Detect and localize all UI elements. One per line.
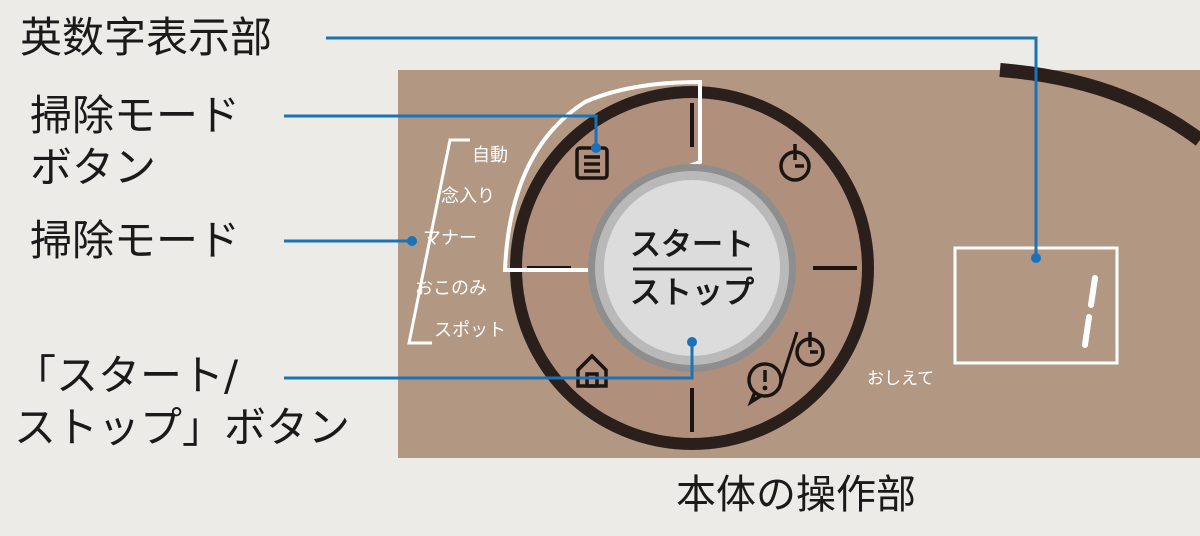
leader-start-stop — [284, 342, 694, 380]
start-stop-label-bottom: ストップ — [630, 275, 755, 311]
mode-list-item-spot: スポット — [434, 320, 506, 341]
mode-list-item-manner: マナー — [423, 228, 477, 249]
display-digit — [1082, 275, 1098, 348]
start-stop-label-top: スタート — [630, 227, 754, 263]
callout-alphanumeric-display: 英数字表示部 — [20, 13, 273, 62]
callout-cleaning-modes: 掃除モード — [30, 216, 241, 265]
mode-list-item-auto: 自動 — [472, 145, 508, 166]
leader-mode-button — [284, 114, 598, 148]
timer-off-icon[interactable] — [795, 332, 825, 367]
leader-lines — [284, 36, 1038, 380]
icon-separator — [778, 331, 799, 386]
leader-display — [326, 36, 1038, 258]
leader-endpoints — [407, 143, 1041, 347]
mode-list-bracket — [407, 138, 470, 345]
timer-icon[interactable] — [779, 144, 811, 182]
panel-caption: 本体の操作部 — [676, 472, 916, 518]
callout-mode-button: 掃除モード ボタン — [30, 91, 241, 192]
mode-list-item-thorough: 念入り — [441, 185, 495, 207]
alert-speech-icon-dot — [762, 385, 768, 391]
help-label: おしえて — [867, 369, 934, 389]
callout-start-stop-button: 「スタート/ ストップ」ボタン — [14, 351, 351, 452]
mode-list-item-custom: おこのみ — [415, 278, 487, 299]
